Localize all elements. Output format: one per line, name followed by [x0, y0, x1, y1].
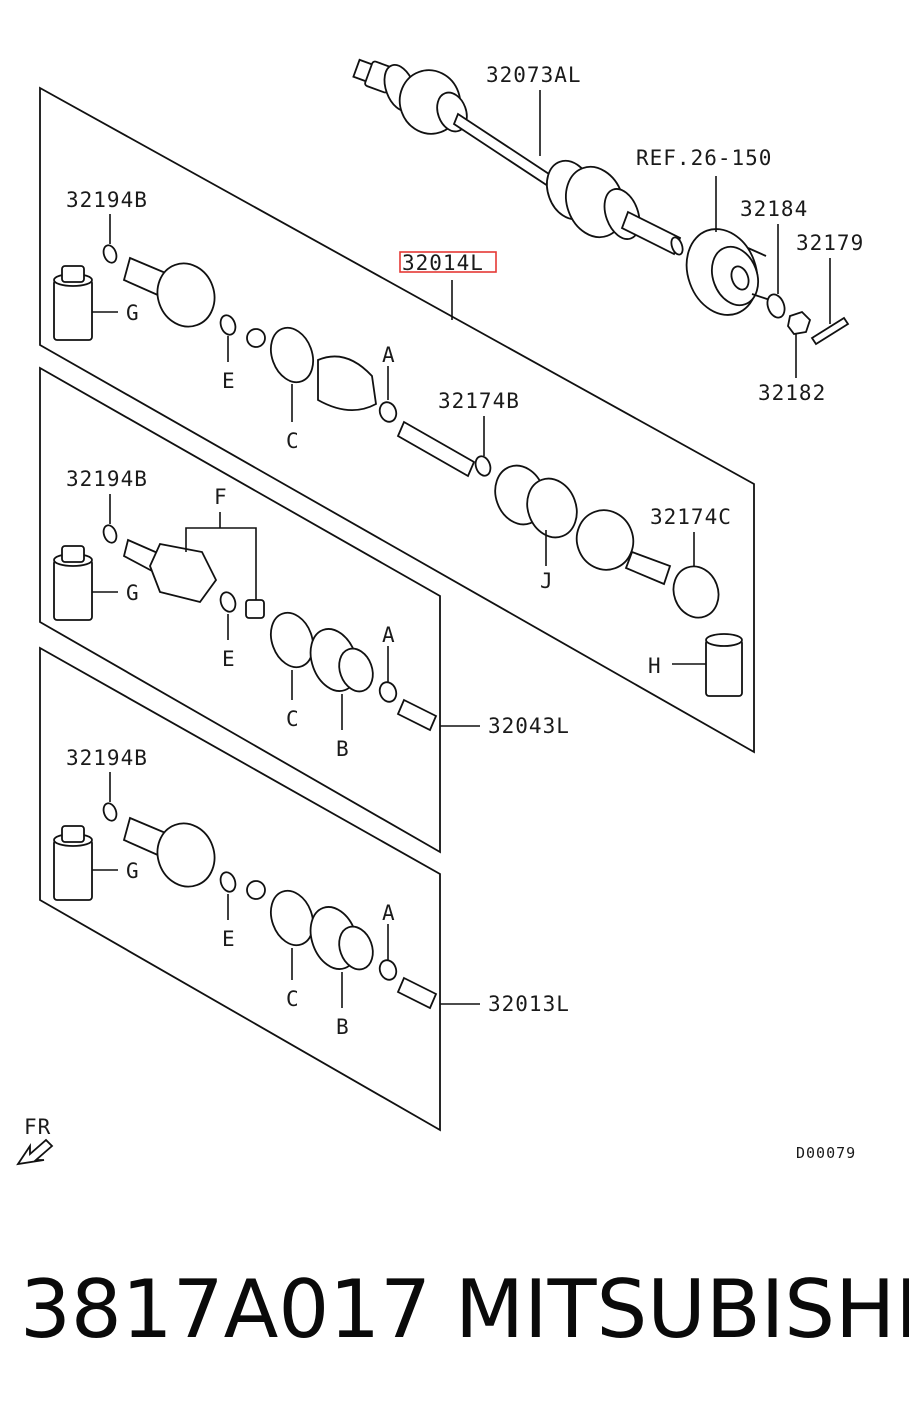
label-32174B: 32174B: [438, 389, 520, 413]
label-32073AL: 32073AL: [486, 63, 582, 87]
label-32043L: 32043L: [488, 714, 570, 738]
kit-32013L-parts: [53, 802, 438, 1010]
nut-32182: [787, 310, 812, 335]
letter-E-1: E: [222, 369, 236, 393]
footer: 3817A017 MITSUBISHI: [0, 1255, 909, 1365]
label-32179: 32179: [796, 231, 864, 255]
letter-C-1: C: [286, 429, 300, 453]
letter-C-3: C: [286, 987, 300, 1011]
brand-name: MITSUBISHI: [455, 1263, 909, 1356]
letter-G-1: G: [126, 301, 140, 325]
label-32014L[interactable]: 32014L: [402, 251, 484, 275]
boot-kit-32014L-parts: [53, 244, 743, 697]
panel-32043L: [39, 366, 441, 854]
diagram-code: D00079: [796, 1144, 856, 1162]
letter-B-2: B: [336, 737, 350, 761]
letter-C-2: C: [286, 707, 300, 731]
letter-H-1: H: [648, 654, 662, 678]
part-number: 3817A017: [20, 1263, 432, 1356]
letter-A-3: A: [382, 901, 396, 925]
letter-A-2: A: [382, 623, 396, 647]
front-arrow-icon: [16, 1138, 54, 1166]
parts-diagram: 32073AL REF.26-150 32184 32179 32182 320…: [16, 58, 864, 1166]
label-32194B-2: 32194B: [66, 467, 148, 491]
label-32174C: 32174C: [650, 505, 732, 529]
letter-F-2: F: [214, 485, 228, 509]
highlight-32014L: [399, 251, 497, 273]
label-32184: 32184: [740, 197, 808, 221]
panel-32013L: [39, 646, 441, 1132]
front-label: FR: [24, 1115, 51, 1139]
letter-J-1: J: [540, 569, 554, 593]
label-32194B-1: 32194B: [66, 188, 148, 212]
letter-A-1: A: [382, 343, 396, 367]
wheel-hub: [685, 228, 771, 316]
letter-E-2: E: [222, 647, 236, 671]
label-32182: 32182: [758, 381, 826, 405]
letter-G-2: G: [126, 581, 140, 605]
label-ref: REF.26-150: [636, 146, 772, 170]
washer-32184: [766, 293, 786, 319]
label-32013L: 32013L: [488, 992, 570, 1016]
panel-32014L: [39, 86, 755, 754]
letter-B-3: B: [336, 1015, 350, 1039]
letter-E-3: E: [222, 927, 236, 951]
letter-G-3: G: [126, 859, 140, 883]
cotter-pin-32179: [810, 316, 850, 346]
label-32194B-3: 32194B: [66, 746, 148, 770]
kit-32043L-parts: [53, 524, 438, 732]
drive-shaft-assembly: [352, 58, 684, 256]
